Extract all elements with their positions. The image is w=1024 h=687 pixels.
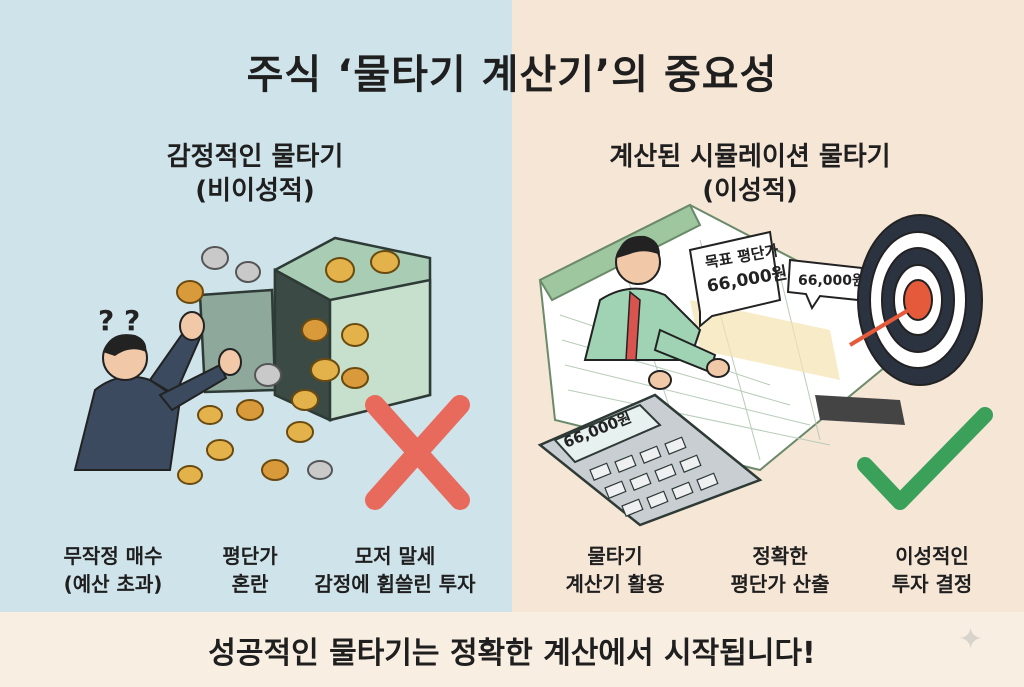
red-cross-icon <box>365 395 470 510</box>
illustration-layer: ? ? 목표 평단가 66,000원 <box>73 203 993 527</box>
right-caption-1: 물타기 계산기 활용 <box>540 542 690 598</box>
right-heading-line2: (이성적) <box>702 176 798 206</box>
left-heading-line2: (비이성적) <box>195 176 315 206</box>
footer-message: 성공적인 물타기는 정확한 계산에서 시작됩니다! <box>208 636 816 671</box>
bullseye-target-icon <box>848 214 983 386</box>
right-caption-3-line1: 이성적인 <box>895 544 969 568</box>
right-caption-2-line1: 정확한 <box>752 544 808 568</box>
calm-person <box>583 235 730 390</box>
bubble-small-text: 66,000원 <box>798 273 865 289</box>
left-heading-line1: 감정적인 물타기 <box>166 142 344 172</box>
left-heading: 감정적인 물타기 (비이성적) <box>95 140 415 208</box>
left-caption-3-line1: 모저 말세 <box>354 544 436 568</box>
right-caption-1-line1: 물타기 <box>587 544 643 568</box>
question-marks: ? ? <box>98 304 140 337</box>
left-caption-2-line1: 평단가 <box>222 544 278 568</box>
right-caption-3: 이성적인 투자 결정 <box>862 542 1002 598</box>
page-title: 주식 ‘물타기 계산기’의 중요성 <box>246 52 778 98</box>
right-caption-1-line2: 계산기 활용 <box>565 572 665 596</box>
right-caption-2-line2: 평단가 산출 <box>730 572 830 596</box>
right-caption-2: 정확한 평단가 산출 <box>700 542 860 598</box>
left-caption-3-line2: 감정에 휩쓸린 투자 <box>314 572 476 596</box>
right-heading-line1: 계산된 시뮬레이션 물타기 <box>609 142 891 172</box>
calculator-icon <box>537 393 763 527</box>
right-caption-3-line2: 투자 결정 <box>891 572 973 596</box>
left-caption-3: 모저 말세 감정에 휩쓸린 투자 <box>295 542 495 598</box>
left-caption-2: 평단가 혼란 <box>200 542 300 598</box>
left-caption-1-line2: (예산 초과) <box>63 572 163 596</box>
falling-coins <box>176 246 400 485</box>
confused-person <box>73 311 242 471</box>
left-caption-1-line1: 무작정 매수 <box>63 544 163 568</box>
speech-bubble-target-avg <box>688 230 782 329</box>
green-check-icon <box>857 407 993 510</box>
footer-band <box>0 612 1024 687</box>
right-heading: 계산된 시뮬레이션 물타기 (이성적) <box>560 140 940 208</box>
sparkle-icon: ✦ <box>958 622 984 657</box>
left-caption-1: 무작정 매수 (예산 초과) <box>38 542 188 598</box>
left-caption-2-line2: 혼란 <box>231 572 269 596</box>
